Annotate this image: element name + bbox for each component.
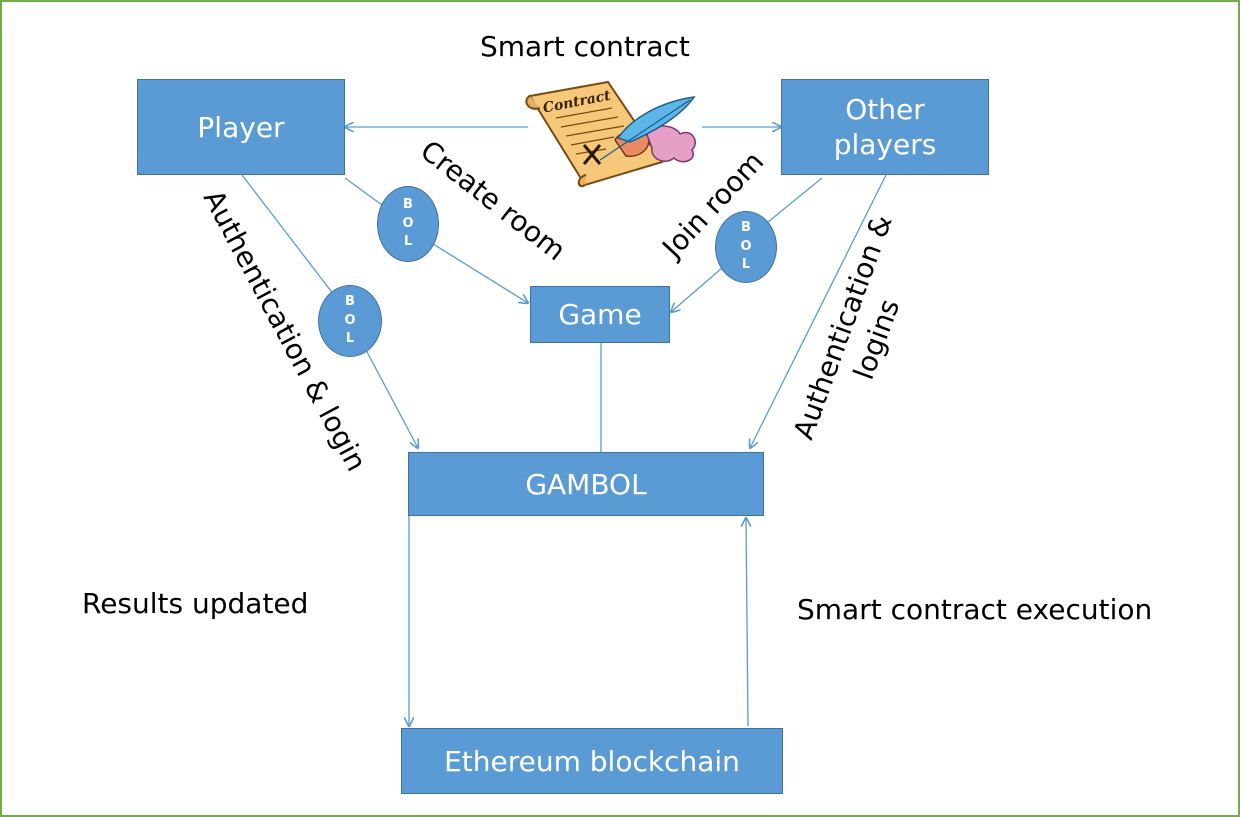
bol-token-create-room: B O L (377, 186, 439, 262)
smart-contract-execution-label: Smart contract execution (797, 593, 1153, 626)
edge-player-to-game (344, 177, 383, 206)
other-players-label-line1: Other (845, 93, 925, 126)
other-players-label-line2: players (833, 128, 937, 161)
bol-letter: L (741, 257, 751, 273)
edge-other-to-game (767, 177, 823, 223)
edge-other-to-game-tail (671, 267, 723, 312)
game-node: Game (530, 286, 670, 343)
bol-letter: L (403, 234, 413, 250)
edge-player-to-game-tail (429, 241, 528, 303)
gambol-label: GAMBOL (525, 467, 647, 501)
edge-ethereum-to-gambol (746, 518, 748, 727)
game-label: Game (558, 298, 642, 331)
edge-player-to-gambol-tail (365, 349, 418, 448)
bol-letter: O (402, 215, 414, 231)
bol-token-auth-login: B O L (318, 285, 382, 357)
gambol-node: GAMBOL (408, 452, 764, 516)
bol-token-join-room: B O L (715, 211, 777, 283)
player-label: Player (197, 110, 285, 144)
results-updated-label: Results updated (82, 587, 309, 620)
ethereum-blockchain-node: Ethereum blockchain (401, 728, 783, 794)
bol-letter: B (403, 196, 413, 212)
bol-letter: B (741, 219, 751, 235)
bol-letter: B (345, 293, 355, 309)
edge-other-to-gambol (750, 174, 887, 448)
player-node: Player (137, 79, 345, 175)
smart-contract-label: Smart contract (480, 30, 690, 63)
other-players-node: Other players (781, 79, 989, 175)
bol-letter: O (344, 312, 356, 328)
edge-player-to-gambol (241, 174, 335, 296)
bol-letter: O (740, 238, 752, 254)
bol-letter: L (345, 331, 355, 347)
ethereum-blockchain-label: Ethereum blockchain (444, 744, 740, 778)
